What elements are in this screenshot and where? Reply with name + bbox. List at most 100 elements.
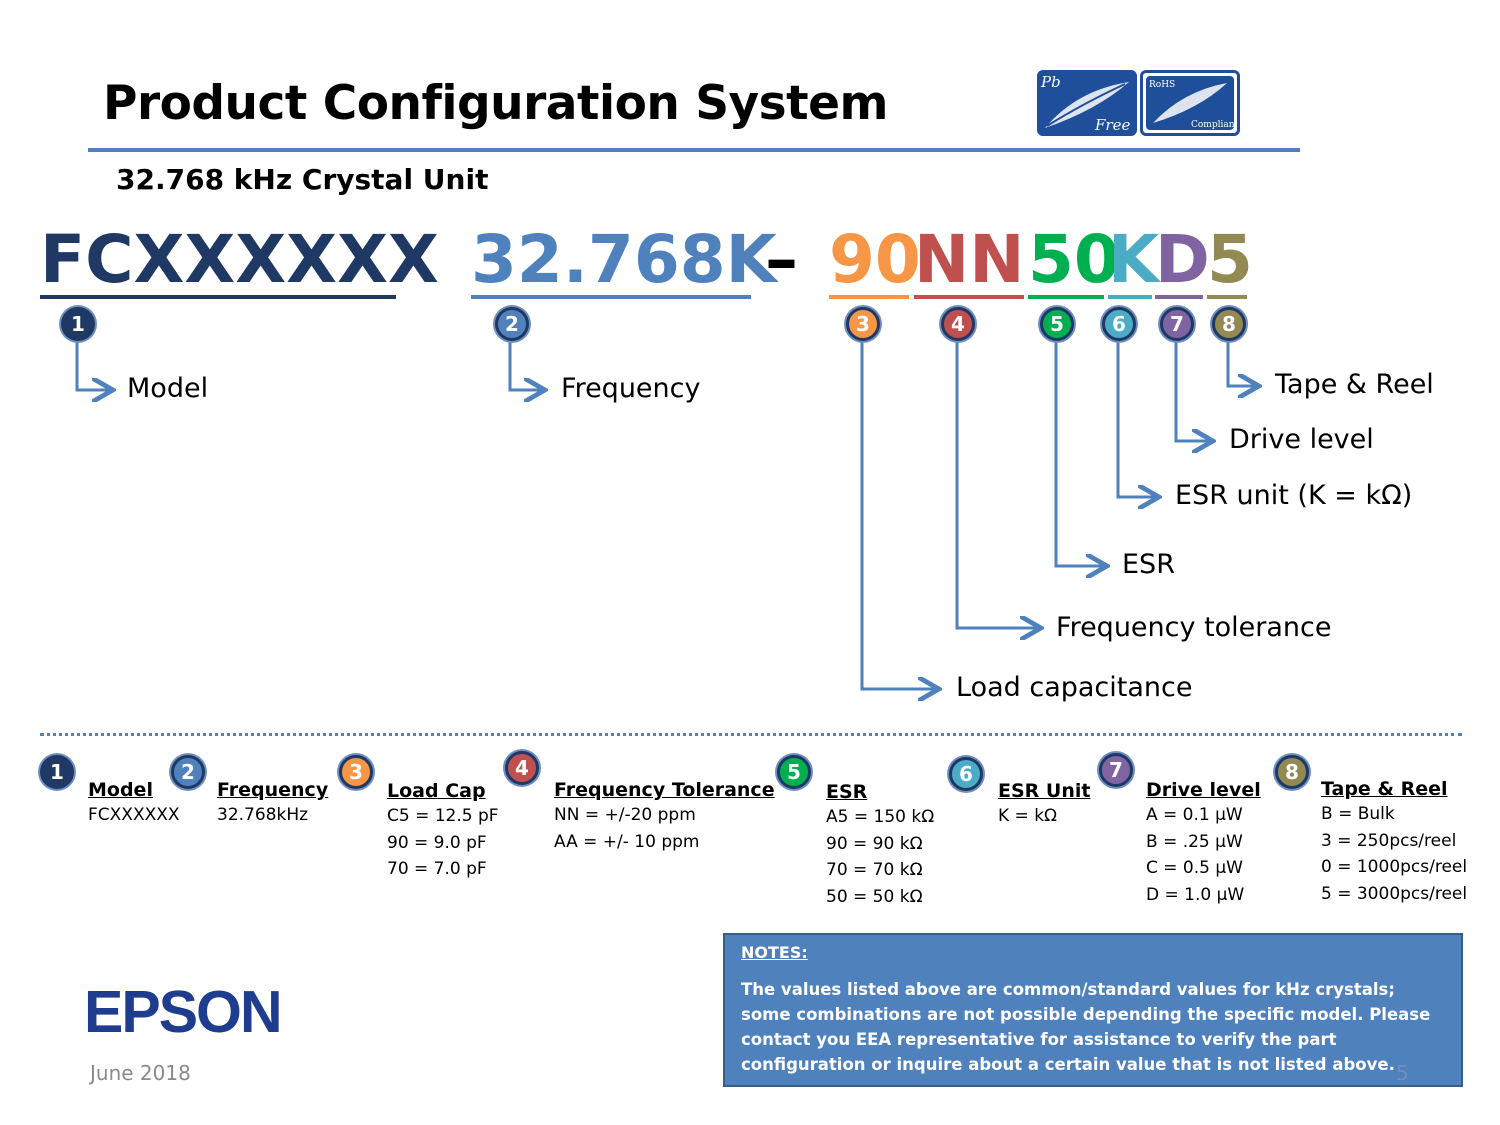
callout-tolerance: Frequency tolerance [1056,612,1332,643]
legend-value: D = 1.0 µW [1146,884,1245,905]
pb-free-logo: Pb Free [1037,70,1137,136]
underline-esr-unit [1108,295,1152,299]
code-dash: – [765,221,798,298]
arrow-tolerance [955,340,1038,628]
arrow-model [75,340,110,390]
legend-heading: Load Cap [387,780,486,802]
legend-value: 70 = 70 kΩ [826,860,923,880]
legend-value: NN = +/-20 ppm [554,805,696,825]
legend-value: 3 = 250pcs/reel [1321,830,1457,851]
page-subtitle: 32.768 kHz Crystal Unit [116,163,489,196]
legend-value: C5 = 12.5 pF [387,806,499,826]
legend-load-cap: Load Cap C5 = 12.5 pF 90 = 9.0 pF 70 = 7… [387,779,499,883]
legend-heading: Model [88,779,153,801]
badge-4: 4 [941,307,975,341]
legend-esr: ESR A5 = 150 kΩ 90 = 90 kΩ 70 = 70 kΩ 50… [826,780,934,910]
free-text: Free [1094,116,1130,134]
arrow-frequency [508,340,542,390]
legend-heading: Frequency Tolerance [554,779,775,801]
legend-heading: ESR Unit [998,780,1091,802]
legend-value: FCXXXXXX [88,805,180,825]
legend-value: A5 = 150 kΩ [826,807,935,827]
legend-value: 5 = 3000pcs/reel [1321,883,1468,904]
legend-value: 90 = 9.0 pF [387,832,487,853]
arrow-load-cap [860,340,936,689]
notes-body: The values listed above are common/stand… [741,980,1431,1074]
underline-frequency [471,295,751,299]
rohs-logo: RoHS Compliant [1140,70,1240,136]
legend-value: B = Bulk [1321,804,1395,824]
footer-date: June 2018 [90,1061,191,1085]
legend-model: Model FCXXXXXX [88,778,180,829]
legend-badge-2: 2 [171,755,205,789]
legend-heading: ESR [826,781,868,803]
code-frequency: 32.768K [471,221,777,298]
code-drive: D [1155,221,1210,298]
legend-value: 32.768kHz [217,805,309,825]
callout-esr-unit: ESR unit (K = kΩ) [1175,480,1413,511]
legend-badge-1: 1 [40,755,74,789]
legend-badge-6: 6 [949,757,983,791]
section-divider [40,733,1462,736]
underline-esr [1028,295,1104,299]
page-number: 5 [1396,1061,1409,1085]
legend-value: C = 0.5 µW [1146,858,1243,878]
callout-load-cap: Load capacitance [956,672,1193,703]
callout-drive: Drive level [1229,424,1374,455]
code-tolerance: NN [914,221,1025,298]
legend-tolerance: Frequency Tolerance NN = +/-20 ppm AA = … [554,778,775,855]
underline-tolerance [914,295,1024,299]
arrow-esr [1054,340,1104,566]
legend-value: 70 = 7.0 pF [387,859,487,879]
legend-value: K = kΩ [998,806,1058,826]
code-esr-unit: K [1108,221,1160,298]
badge-6: 6 [1102,307,1136,341]
notes-box: NOTES: The values listed above are commo… [723,933,1463,1087]
underline-load-cap [829,295,909,299]
arrow-tape [1226,340,1256,386]
badge-1: 1 [61,307,95,341]
legend-frequency: Frequency 32.768kHz [217,778,328,829]
legend-value: 0 = 1000pcs/reel [1321,857,1468,877]
arrow-drive [1174,340,1210,441]
badge-7: 7 [1160,307,1194,341]
legend-badge-4: 4 [505,751,539,785]
legend-esr-unit: ESR Unit K = kΩ [998,779,1090,830]
badge-8: 8 [1212,307,1246,341]
arrow-esr-unit [1116,340,1156,497]
legend-heading: Frequency [217,779,329,801]
epson-logo: EPSON [84,979,283,1045]
pb-text: Pb [1040,73,1061,91]
badge-3: 3 [846,307,880,341]
compliant-text: Compliant [1191,120,1237,130]
callout-model: Model [127,373,209,404]
legend-badge-3: 3 [339,755,373,789]
badge-5: 5 [1040,307,1074,341]
notes-heading: NOTES: [741,943,808,962]
legend-value: AA = +/- 10 ppm [554,831,700,852]
legend-drive: Drive level A = 0.1 µW B = .25 µW C = 0.… [1146,778,1261,908]
rohs-text: RoHS [1149,80,1175,90]
code-esr: 50 [1028,221,1120,298]
underline-drive [1155,295,1203,299]
callout-frequency: Frequency [561,373,701,404]
title-divider [88,148,1300,152]
legend-value: A = 0.1 µW [1146,805,1243,825]
legend-value: 90 = 90 kΩ [826,833,923,854]
callout-tape: Tape & Reel [1275,369,1434,400]
underline-tape [1207,295,1247,299]
legend-badge-5: 5 [777,755,811,789]
code-tape: 5 [1207,221,1253,298]
legend-badge-7: 7 [1099,753,1133,787]
legend-value: B = .25 µW [1146,831,1243,852]
callout-esr: ESR [1122,549,1175,580]
legend-heading: Drive level [1146,779,1261,801]
legend-value: 50 = 50 kΩ [826,886,923,907]
badge-2: 2 [495,307,529,341]
legend-tape: Tape & Reel B = Bulk 3 = 250pcs/reel 0 =… [1321,777,1467,907]
legend-badge-8: 8 [1275,755,1309,789]
code-load-cap: 90 [829,221,921,298]
connector-arrows [75,340,1500,720]
code-model: FCXXXXXX [40,221,439,298]
underline-model [40,295,396,299]
